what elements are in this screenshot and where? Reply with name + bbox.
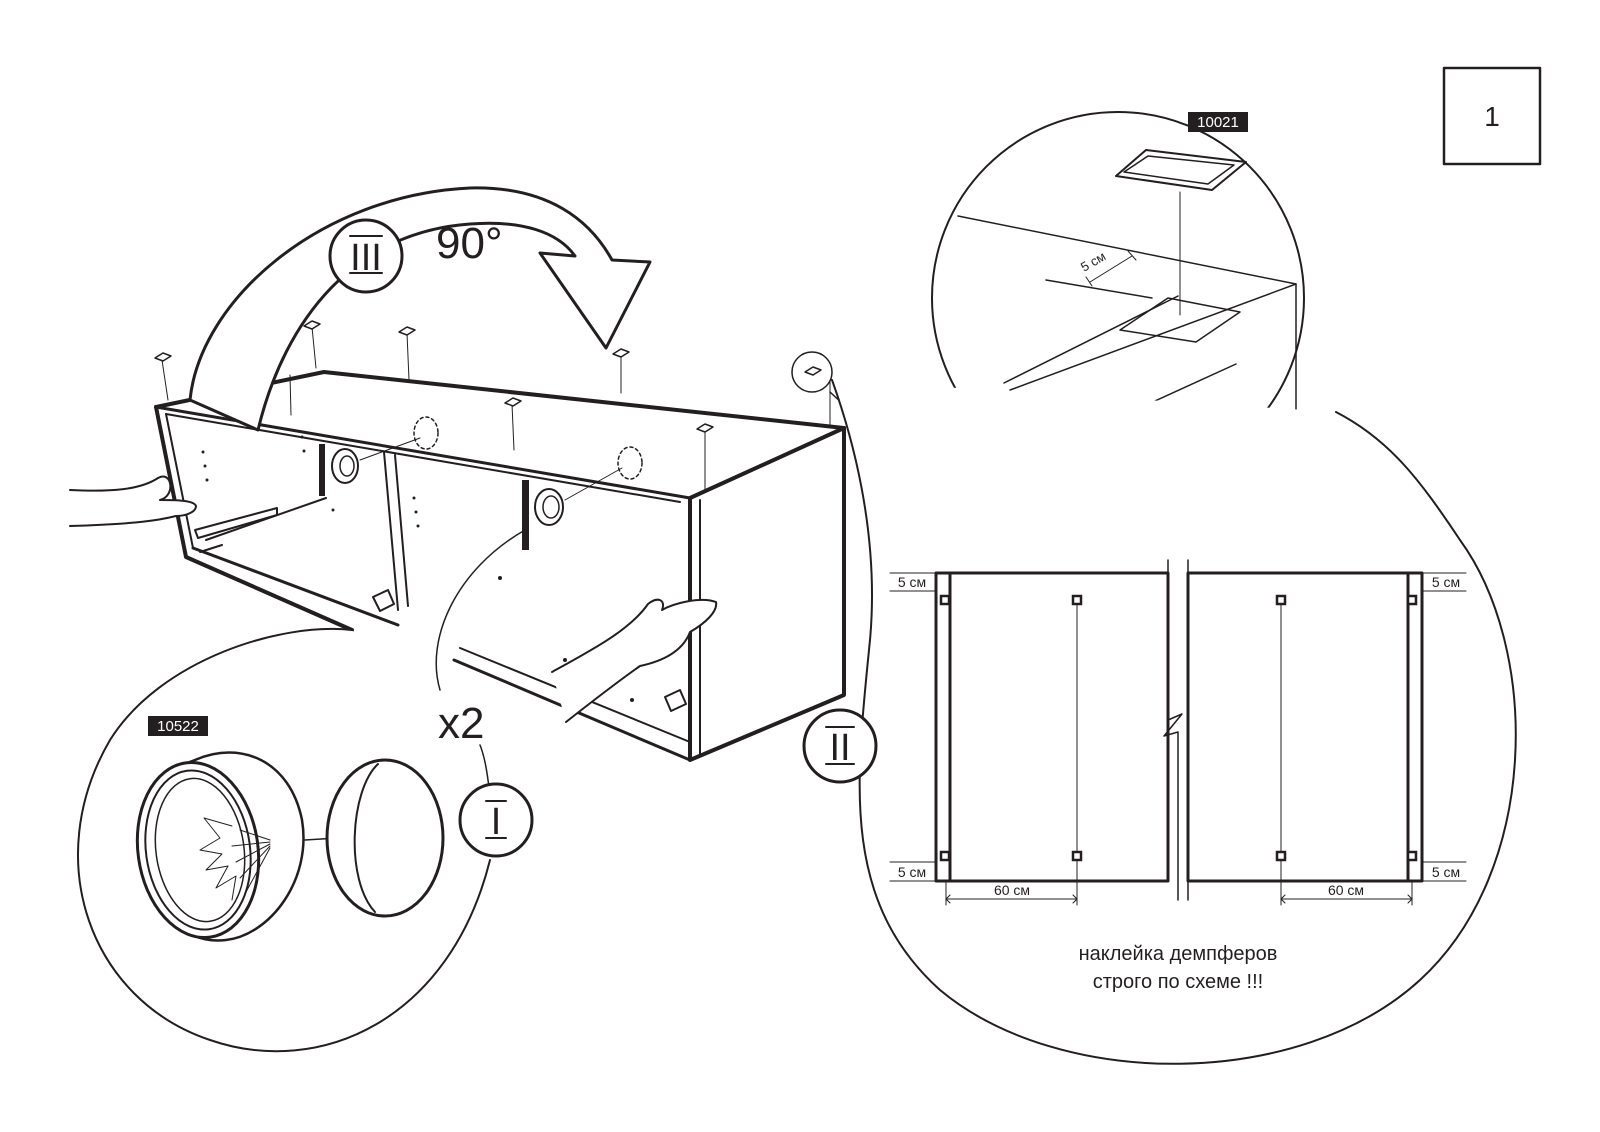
rotation-angle-label: 90° <box>436 219 503 268</box>
damper-part-number: 10021 <box>1197 114 1239 131</box>
damper-markers <box>154 320 831 491</box>
grommet-part-tag: 10522 <box>148 716 208 736</box>
damper-part-tag: 10021 <box>1188 112 1248 132</box>
scheme-right-spacing: 60 см <box>1328 882 1364 898</box>
grommet-part-number: 10522 <box>157 718 199 735</box>
step-ii-label: II <box>829 727 850 769</box>
scheme-top-left-offset: 5 см <box>898 574 926 590</box>
step-i-marker: I <box>458 782 534 858</box>
grommet-quantity: x2 <box>438 699 484 748</box>
scheme-left-spacing: 60 см <box>994 882 1030 898</box>
step-iii-marker: III <box>328 218 404 294</box>
scheme-top-right-offset: 5 см <box>1432 574 1460 590</box>
right-hand <box>551 598 718 723</box>
scheme-note-line1: наклейка демпферов <box>1079 943 1278 965</box>
step-i-label: I <box>491 801 502 843</box>
damper-detail-circle <box>931 111 1305 485</box>
damper-layout-scheme <box>889 559 1467 906</box>
step-number: 1 <box>1484 101 1500 132</box>
grommet-leader <box>435 529 526 691</box>
scheme-bottom-right-offset: 5 см <box>1432 864 1460 880</box>
rotation-arrow <box>188 186 652 432</box>
left-hand <box>69 475 197 527</box>
step-ii-marker: II <box>802 708 878 784</box>
grommet-ring <box>135 751 305 942</box>
scheme-note-line2: строго по схеме !!! <box>1093 971 1263 993</box>
cabinet <box>154 370 846 762</box>
scheme-bottom-left-offset: 5 см <box>898 864 926 880</box>
grommet-cap <box>325 758 445 918</box>
step-number-box: 1 <box>1442 66 1542 166</box>
